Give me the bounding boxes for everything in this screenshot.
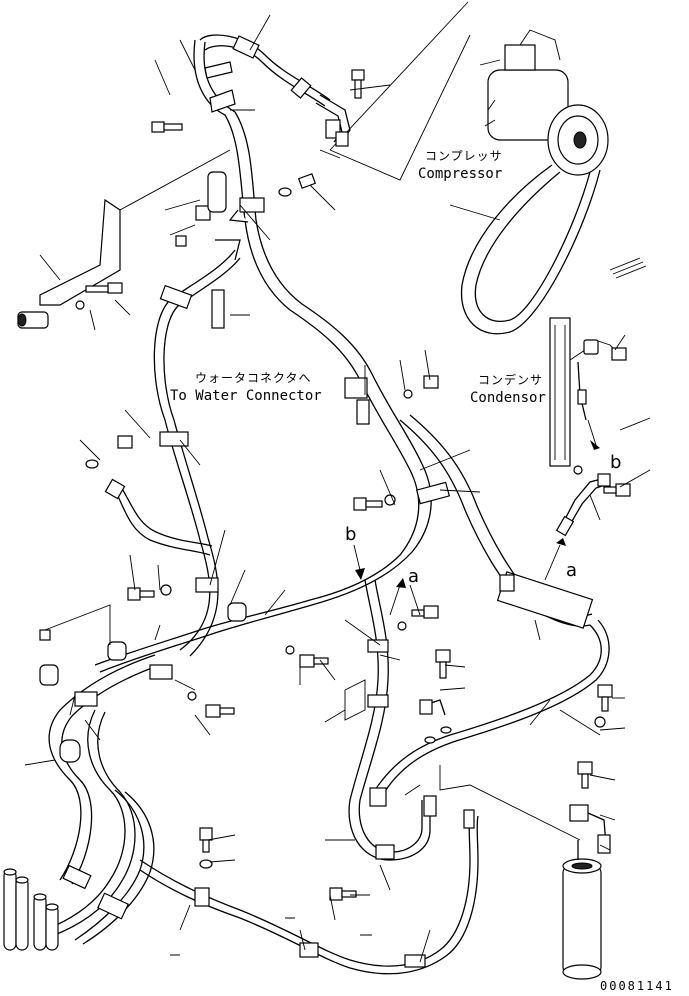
arrow-b-upper — [587, 419, 597, 446]
bolt-19 — [175, 205, 211, 247]
mark-b-center: b — [345, 524, 356, 545]
sheet-marker-center — [344, 679, 366, 721]
water-connector-label-en: To Water Connector — [170, 388, 322, 404]
mark-a-right: a — [566, 560, 577, 581]
arrow-b-upper-head — [590, 440, 600, 450]
bolt-17 — [199, 827, 213, 869]
bolt-9 — [397, 605, 439, 631]
compressor-frame-line — [329, 1, 471, 181]
bolt-13 — [594, 684, 613, 728]
bolt-5 — [403, 375, 439, 399]
condensor-label-jp: コンデンサ — [478, 372, 543, 387]
clamp-water-connector — [344, 377, 370, 425]
hose-to-condensor-region — [374, 414, 610, 797]
bolt-4 — [75, 282, 123, 310]
main-hose-left — [94, 39, 432, 673]
bolt-3 — [278, 173, 317, 197]
compressor-belt — [460, 164, 601, 335]
main-hose-top — [199, 34, 351, 147]
clamp-top-1 — [204, 61, 236, 113]
arrow-a-center — [389, 584, 401, 616]
bolt-2 — [351, 69, 365, 99]
mark-b-right: b — [610, 452, 621, 473]
bolt-10 — [285, 645, 329, 668]
leader-lines — [24, 14, 651, 963]
condensor — [549, 257, 647, 475]
clamp-center-right — [415, 481, 451, 505]
drawing-id: 00081141 — [600, 979, 674, 993]
arrow-b-center — [353, 544, 361, 571]
left-small-hose — [104, 478, 213, 556]
compressor — [484, 29, 609, 176]
bolt-16 — [611, 347, 627, 361]
receiver-drier — [562, 804, 611, 980]
bolt-8 — [127, 584, 172, 601]
bolt-15 — [603, 483, 631, 497]
compressor-label-jp: コンプレッサ — [425, 149, 503, 163]
lower-left-tube-bundle — [39, 629, 173, 945]
arrow-a-right-head — [556, 538, 566, 546]
pipe-ends-lower-left — [3, 868, 59, 951]
arrow-b-center-head — [355, 568, 365, 580]
bolt-7 — [353, 494, 396, 511]
water-connector-label-jp: ウォータコネクタへ — [195, 371, 312, 385]
bolt-6 — [117, 435, 133, 449]
bolt-12 — [435, 649, 451, 679]
bolt-1 — [151, 121, 183, 133]
arrow-a-center-head — [396, 578, 406, 588]
bolt-11 — [187, 691, 235, 718]
condensor-label-en: Condensor — [470, 390, 546, 406]
receiver-guide-line — [439, 765, 581, 841]
bottom-hose — [139, 809, 479, 975]
water-connector-tube — [215, 239, 241, 261]
condensor-outlet-hose — [555, 473, 611, 537]
center-hose — [348, 579, 437, 861]
water-connector-fitting — [211, 289, 225, 329]
bolt-18 — [329, 887, 357, 901]
compressor-label-en: Compressor — [418, 166, 502, 182]
arrow-a-right — [544, 544, 561, 581]
rubber-plugs — [39, 171, 247, 686]
bolt-14 — [577, 761, 593, 789]
mark-a-center: a — [408, 566, 419, 587]
left-bracket — [17, 198, 121, 329]
fittings-center — [85, 459, 452, 744]
water-connector-hose — [153, 249, 241, 657]
bolt-group — [75, 69, 631, 901]
clamp-mid-1 — [228, 197, 265, 223]
